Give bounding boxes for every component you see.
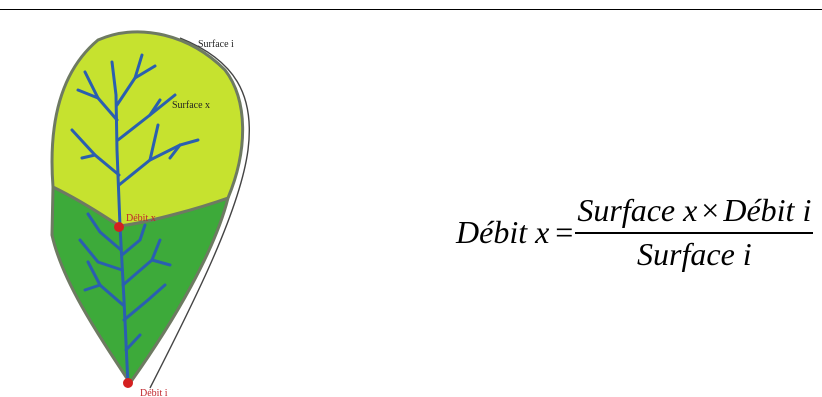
multiply-operator: × [701,192,719,228]
outlet-point-i [123,378,133,388]
upper-basin [52,32,243,226]
numerator-debit-i: Débit i [723,192,811,228]
numerator-surface-x: Surface x [577,192,697,228]
formula-fraction: Surface x×Débit i Surface i [575,192,813,273]
debit-i-label: Débit i [140,388,168,397]
formula-lhs: Débit x [456,214,549,251]
formula-numerator: Surface x×Débit i [575,192,813,232]
formula-denominator: Surface i [637,234,752,273]
flow-formula: Débit x = Surface x×Débit i Surface i [456,192,813,273]
surface-x-label: Surface x [172,100,210,111]
formula-equals: = [555,214,573,251]
debit-x-label: Débit x [126,213,156,224]
outlet-point-x [114,222,124,232]
surface-i-label: Surface i [198,39,234,50]
watershed-diagram: Surface i Surface x Débit x Débit i [0,0,330,397]
